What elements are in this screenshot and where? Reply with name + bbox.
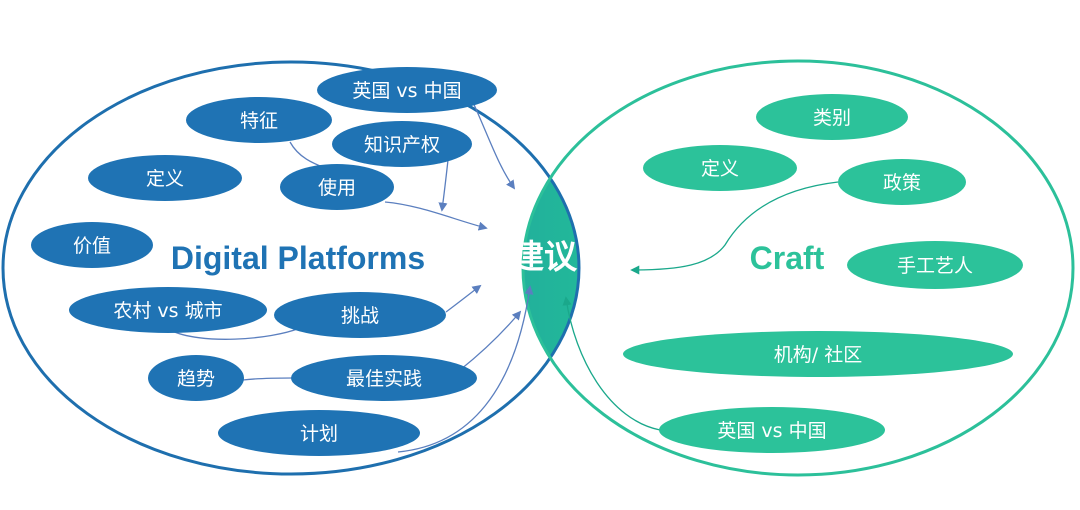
arrow-policy-to-center — [630, 181, 839, 275]
node-definition-left[interactable]: 定义 — [88, 155, 242, 201]
arrow-ip-to-center — [438, 159, 449, 212]
left-nodes: 英国 vs 中国 特征 知识产权 定义 使用 价值 农村 vs 城市 挑战 — [31, 67, 497, 456]
node-value[interactable]: 价值 — [31, 222, 153, 268]
left-circle — [1, 60, 581, 476]
node-ip[interactable]: 知识产权 — [332, 121, 472, 167]
node-label: 最佳实践 — [346, 368, 422, 390]
node-artisans[interactable]: 手工艺人 — [847, 241, 1023, 289]
node-label: 机构/ 社区 — [774, 344, 862, 366]
node-best-practice[interactable]: 最佳实践 — [291, 355, 477, 401]
node-label: 手工艺人 — [897, 255, 973, 277]
node-label: 计划 — [300, 423, 338, 445]
right-circle — [521, 59, 1075, 477]
arrow-challenges-to-center — [445, 284, 482, 313]
node-label: 挑战 — [341, 305, 379, 327]
node-label: 农村 vs 城市 — [113, 300, 222, 322]
node-label: 知识产权 — [364, 134, 440, 156]
node-definition-right[interactable]: 定义 — [643, 145, 797, 191]
node-rural-vs-urban[interactable]: 农村 vs 城市 — [69, 287, 267, 333]
node-uk-vs-china-right[interactable]: 英国 vs 中国 — [659, 407, 885, 453]
node-label: 定义 — [701, 158, 739, 180]
connector-trends-bestpractice — [242, 377, 293, 381]
node-label: 类别 — [813, 107, 851, 129]
node-label: 英国 vs 中国 — [352, 80, 461, 102]
left-title: Digital Platforms — [171, 240, 425, 276]
node-label: 政策 — [883, 172, 921, 194]
right-title: Craft — [750, 240, 825, 276]
node-label: 价值 — [73, 235, 111, 257]
arrow-right-uk-china-to-center — [562, 296, 661, 431]
right-nodes: 类别 定义 政策 手工艺人 机构/ 社区 英国 vs 中国 — [623, 94, 1023, 453]
node-plan[interactable]: 计划 — [218, 410, 420, 456]
arrow-uk-china-to-center — [471, 99, 516, 190]
node-label: 趋势 — [177, 368, 215, 390]
node-label: 定义 — [146, 168, 184, 190]
node-features[interactable]: 特征 — [186, 97, 332, 143]
node-institutions[interactable]: 机构/ 社区 — [623, 331, 1013, 377]
node-label: 英国 vs 中国 — [717, 420, 826, 442]
center-title: 建议 — [511, 237, 578, 276]
node-policy[interactable]: 政策 — [838, 159, 966, 205]
node-uk-vs-china-left[interactable]: 英国 vs 中国 — [317, 67, 497, 113]
node-challenges[interactable]: 挑战 — [274, 292, 446, 338]
node-trends[interactable]: 趋势 — [148, 355, 244, 401]
arrow-bestpractice-to-center — [459, 310, 522, 371]
connector-rural-challenges — [169, 327, 301, 340]
node-label: 特征 — [240, 110, 278, 132]
arrow-plan-to-center — [397, 285, 534, 453]
node-category[interactable]: 类别 — [756, 94, 908, 140]
node-usage[interactable]: 使用 — [280, 164, 394, 210]
node-label: 使用 — [318, 177, 356, 199]
arrow-usage-to-center — [384, 201, 488, 231]
